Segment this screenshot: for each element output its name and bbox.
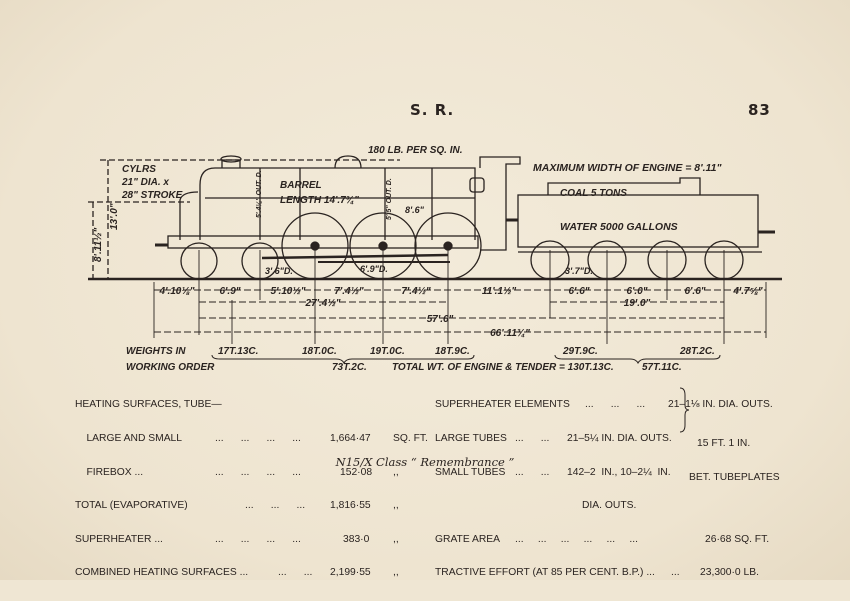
spec-label: TOTAL (EVAPORATIVE) (75, 500, 188, 512)
spec-unit: ,, (393, 500, 399, 512)
spec-value: DIA. OUTS. (582, 500, 637, 512)
weights-label: WEIGHTS IN (126, 346, 186, 357)
max-width-label: MAXIMUM WIDTH OF ENGINE = 8'.11" (533, 162, 722, 174)
barrel-rear-dia: 5'.5" OUT. D. (386, 178, 393, 220)
spec-value: 1,816·55 (330, 500, 371, 512)
spec-value: 26·68 SQ. FT. (705, 533, 770, 545)
wheelbase-segment: 6'.9" (219, 286, 240, 297)
leader-dots: ... ... ... ... ... ... (515, 533, 639, 545)
tube-specs-table: SUPERHEATER ELEMENTS... ... ...21–1⅛ IN.… (435, 377, 805, 601)
locomotive-diagram: 13'.0" 8'.11½" CYLRS 21" DIA. x 28" STRO… (88, 145, 782, 373)
total-weight: TOTAL WT. OF ENGINE & TENDER = 130T.13C. (392, 362, 614, 373)
boiler-centre-label: 8'.11½" (93, 228, 104, 262)
cylinder-label-2: 21" DIA. x (121, 177, 169, 188)
spec-unit: SQ. FT. (393, 433, 428, 444)
page-number: 83 (748, 101, 771, 119)
leader-dots: ... ... ... (585, 399, 646, 411)
wheel-centre-lines (153, 250, 767, 344)
tube-length-note: BET. TUBEPLATES (689, 471, 780, 483)
spec-value: 142–2 IN., 10–2¼ IN. (567, 466, 671, 478)
axle-weight: 17T.13C. (218, 346, 258, 357)
total-wheelbase: 57'.6" (427, 314, 454, 325)
heating-surfaces-table: HEATING SURFACES, TUBE— LARGE AND SMALL.… (75, 377, 428, 590)
wheelbase-segment: 4'.7⅝" (732, 286, 763, 297)
length-over-buffers: 66'.11¾" (490, 328, 530, 339)
dimension-lines (154, 289, 766, 333)
leader-dots: ... ... (515, 466, 550, 478)
engine-wheelbase: 27'.4½" (305, 298, 341, 309)
leader-dots: ... ... (278, 567, 313, 579)
wheelbase-segment: 11'.1½" (482, 286, 516, 297)
cylinder-label-1: CYLRS (122, 164, 156, 175)
axle-weight: 28T.2C. (679, 346, 715, 357)
water-capacity-label: WATER 5000 GALLONS (560, 221, 678, 233)
weights-section: WEIGHTS IN WORKING ORDER 17T.13C. 18T.0C… (126, 346, 721, 373)
spec-label: LARGE AND SMALL (75, 433, 183, 444)
wheelbase-segment: 5'.10½" (271, 286, 306, 297)
spec-value: 2,199·55 (330, 567, 371, 579)
coal-capacity-label: COAL 5 TONS (560, 188, 627, 199)
spec-value: 23,300·0 LB. (700, 567, 759, 579)
spec-label: SUPERHEATER ... (75, 533, 163, 545)
spec-label: LARGE TUBES (435, 433, 507, 444)
spec-label: HEATING SURFACES, TUBE— (75, 399, 222, 411)
spec-unit: ,, (393, 567, 399, 579)
axle-weight: 19T.0C. (370, 346, 405, 357)
axle-weight: 18T.9C. (435, 346, 470, 357)
figure-caption: N15/X Class “ Remembrance ” (335, 455, 515, 469)
tender-wheel-dia: 3'.7"D. (565, 266, 593, 276)
wheelbase-segment: 6'.6" (568, 286, 589, 297)
engine-body (155, 155, 521, 263)
spec-label: TRACTIVE EFFORT (AT 85 PER CENT. B.P.) .… (435, 567, 655, 579)
spec-label: SUPERHEATER ELEMENTS (435, 399, 570, 411)
leader-dots: ... ... ... ... (215, 466, 301, 478)
wheelbase-segment: 6'.6" (684, 286, 705, 297)
firebox-length-label: 8'.6" (405, 205, 425, 215)
driving-wheel-dia: 6'.9"D. (360, 264, 388, 274)
wheelbase-segment: 4'.10⅛" (159, 286, 195, 297)
tube-length: 15 FT. 1 IN. (697, 438, 751, 449)
cylinder-label-3: 28" STROKE (121, 190, 183, 201)
barrel-label: BARREL (280, 180, 322, 191)
spec-label: FIREBOX ... (75, 466, 144, 478)
working-order-label: WORKING ORDER (126, 362, 215, 373)
barrel-front-dia: 5'.4¼" OUT. D. (256, 170, 263, 218)
axle-weight: 29T.9C. (562, 346, 598, 357)
wheelbase-segment: 6'.0" (626, 286, 647, 297)
wheelbase-segment: 7'.4½" (401, 286, 431, 297)
section-title: S. R. (410, 101, 455, 119)
leader-dots: ... ... ... (245, 500, 306, 512)
axle-weight: 18T.0C. (302, 346, 337, 357)
height-overall-label: 13'.0" (109, 203, 120, 230)
bogie-wheel-dia: 3'.6"D. (265, 266, 293, 276)
spec-value: 152·08 (340, 466, 373, 478)
spec-value: 1,664·47 (330, 433, 371, 444)
leader-dots: ... ... ... ... (215, 533, 301, 545)
spec-value: 21–5¼ IN. DIA. OUTS. (567, 433, 672, 444)
spec-value: 21–1⅛ IN. DIA. OUTS. (668, 399, 773, 411)
engine-weight-total: 73T.2C. (332, 362, 367, 373)
brace (679, 387, 690, 433)
wheelbase-segment: 7'.4½" (334, 286, 364, 297)
leader-dots: ... ... (515, 433, 550, 444)
leader-dots: ... ... ... ... (215, 433, 301, 444)
tender-weight-total: 57T.11C. (642, 362, 682, 373)
leader-dots: ... (671, 567, 680, 579)
spec-unit: ,, (393, 466, 399, 478)
spec-label: SMALL TUBES (435, 466, 506, 478)
wheelbase-labels: 4'.10⅛" 6'.9" 5'.10½" 7'.4½" 7'.4½" 11'.… (159, 286, 763, 339)
spec-value: 383·0 (343, 533, 370, 545)
pressure-label: 180 LB. PER SQ. IN. (368, 145, 462, 156)
spec-label: GRATE AREA (435, 533, 501, 545)
tender-body (506, 177, 775, 253)
spec-unit: ,, (393, 533, 399, 545)
barrel-length-label: LENGTH 14'.7¾" (280, 195, 359, 206)
tender-wheelbase: 19'.0" (624, 298, 651, 309)
spec-label: COMBINED HEATING SURFACES ... (75, 567, 249, 579)
